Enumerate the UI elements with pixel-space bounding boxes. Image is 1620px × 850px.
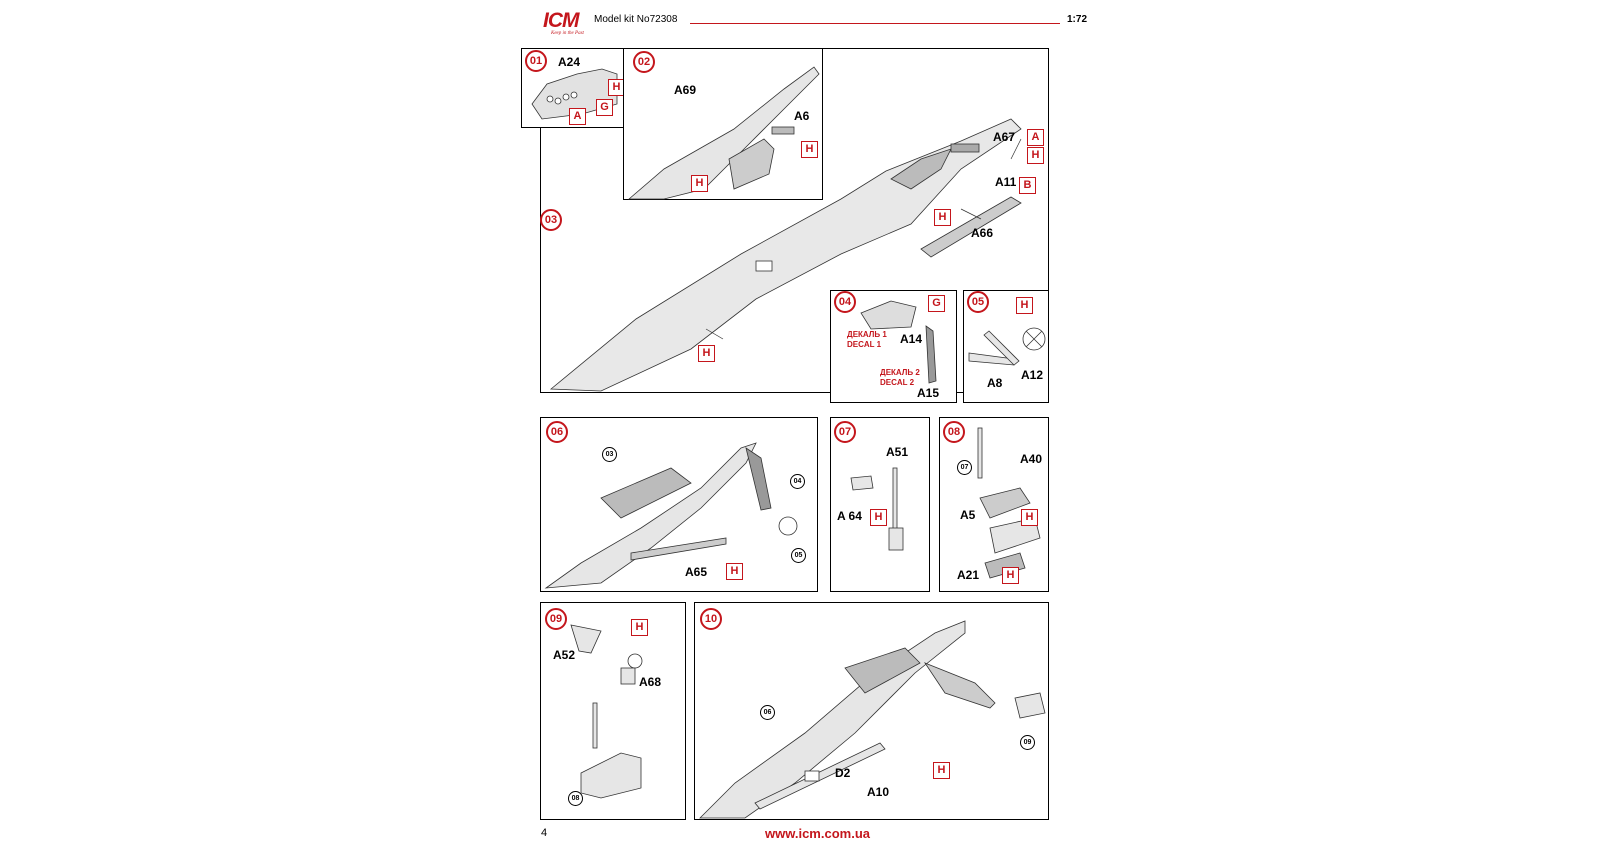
paint-h-marker: H xyxy=(631,619,648,636)
step-09-panel: 09 H A52 A68 08 xyxy=(540,602,686,820)
part-a68-label: A68 xyxy=(639,675,662,689)
part-a40-label: A40 xyxy=(1020,452,1043,466)
step-08-drawing xyxy=(977,427,1041,579)
part-a12-label: A12 xyxy=(1021,368,1044,382)
step-06-panel: 06 03 04 05 A65 H xyxy=(540,417,818,592)
part-a21-label: A21 xyxy=(957,568,980,582)
ref-step-08: 08 xyxy=(568,791,583,806)
step-10-number: 10 xyxy=(700,608,722,630)
step-07-drawing xyxy=(850,467,904,551)
ref-step-04: 04 xyxy=(790,474,805,489)
part-a8-label: A8 xyxy=(987,376,1003,390)
step-03-number: 03 xyxy=(540,209,562,231)
step-05-number: 05 xyxy=(967,291,989,313)
part-d2-label: D2 xyxy=(835,766,851,780)
part-a64-label: A 64 xyxy=(837,509,862,523)
step-06-number: 06 xyxy=(546,421,568,443)
paint-h-marker: H xyxy=(726,563,743,580)
part-a15-label: A15 xyxy=(917,386,940,400)
ref-step-05: 05 xyxy=(791,548,806,563)
step-10-panel: 10 06 09 H D2 A10 xyxy=(694,602,1049,820)
paint-h-marker: H xyxy=(1002,567,1019,584)
step-02-panel: 02 A69 A6 H H xyxy=(623,48,823,200)
part-a51-label: A51 xyxy=(886,445,909,459)
ref-step-07: 07 xyxy=(957,460,972,475)
step-10-drawing xyxy=(699,620,1046,819)
ref-step-09: 09 xyxy=(1020,735,1035,750)
part-a5-label: A5 xyxy=(960,508,976,522)
paint-h-marker: H xyxy=(691,175,708,192)
paint-h-marker: H xyxy=(870,509,887,526)
ref-step-03: 03 xyxy=(602,447,617,462)
step-08-panel: 08 07 A40 A5 H A21 H xyxy=(939,417,1049,592)
step-02-number: 02 xyxy=(633,51,655,73)
page-number: 4 xyxy=(541,827,548,839)
step-05-panel: 05 H A8 A12 xyxy=(963,290,1049,403)
part-a52-label: A52 xyxy=(553,648,576,662)
step-04-drawing xyxy=(860,300,937,384)
header-rule xyxy=(690,23,1060,24)
step-02-drawing xyxy=(627,66,820,200)
step-09-drawing xyxy=(570,624,643,799)
paint-g-marker: G xyxy=(928,295,945,312)
part-a24-label: A24 xyxy=(558,55,581,69)
icm-logo: ICM Keep in the Past xyxy=(543,9,584,36)
part-a69-label: A69 xyxy=(674,83,697,97)
part-a6-label: A6 xyxy=(794,109,810,123)
part-a67-label: A67 xyxy=(993,130,1016,144)
kit-number-label: Model kit No72308 xyxy=(594,14,678,25)
part-a10-label: A10 xyxy=(867,785,890,799)
paint-h-marker: H xyxy=(801,141,818,158)
paint-h-marker: H xyxy=(1021,509,1038,526)
paint-h-marker: H xyxy=(933,762,950,779)
step-01-panel: 01 A24 H G A xyxy=(521,48,625,128)
part-a65-label: A65 xyxy=(685,565,708,579)
scale-label: 1:72 xyxy=(1067,14,1088,25)
paint-a-marker: A xyxy=(569,108,586,125)
step-05-drawing xyxy=(968,327,1046,366)
step-01-drawing xyxy=(531,68,618,120)
paint-h-marker: H xyxy=(1027,147,1044,164)
part-a11-label: A11 xyxy=(995,175,1017,189)
paint-a-marker: A xyxy=(1027,129,1044,146)
step-01-number: 01 xyxy=(525,50,547,72)
step-06-drawing xyxy=(544,442,798,589)
step-08-number: 08 xyxy=(943,421,965,443)
paint-h-marker: H xyxy=(698,345,715,362)
step-07-panel: 07 A51 A 64 H xyxy=(830,417,930,592)
paint-h-marker: H xyxy=(1016,297,1033,314)
part-a66-label: A66 xyxy=(971,226,994,240)
paint-g-marker: G xyxy=(596,99,613,116)
step-07-number: 07 xyxy=(834,421,856,443)
step-03-drawing xyxy=(549,118,1022,392)
step-04-number: 04 xyxy=(834,291,856,313)
paint-b-marker: B xyxy=(1019,177,1036,194)
website-link[interactable]: www.icm.com.ua xyxy=(765,826,870,841)
ref-step-06: 06 xyxy=(760,705,775,720)
step-09-number: 09 xyxy=(545,608,567,630)
paint-h-marker: H xyxy=(934,209,951,226)
part-a14-label: A14 xyxy=(900,332,923,346)
